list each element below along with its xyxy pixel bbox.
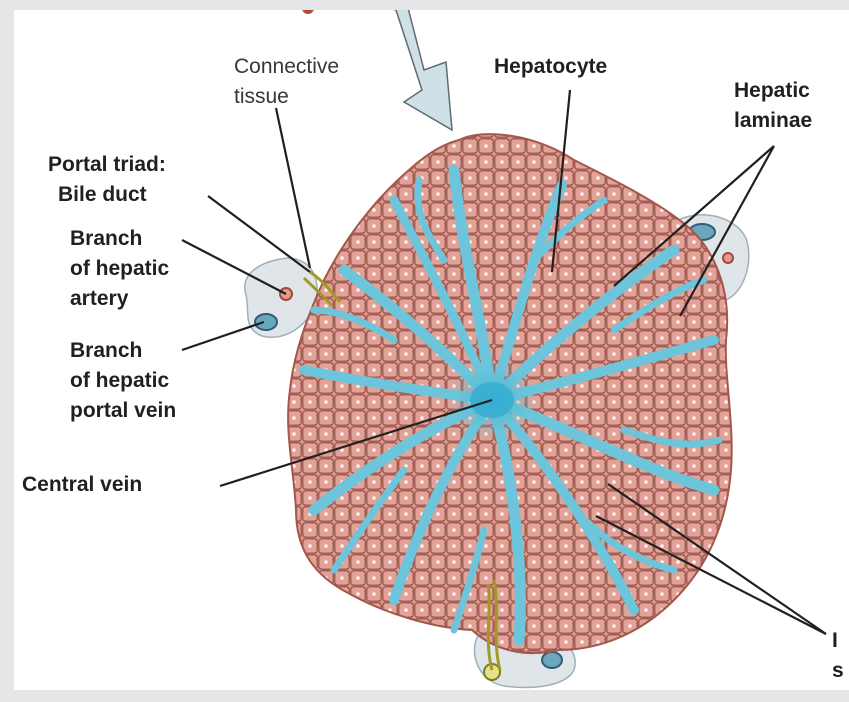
label-bile-duct: Bile duct [58, 180, 147, 210]
label-hepatic-portal-vein: Branch of hepatic portal vein [70, 336, 176, 426]
label-central-vein: Central vein [22, 470, 142, 500]
arrow-top-dot [302, 10, 314, 14]
incoming-arrow [364, 10, 452, 130]
diagram-panel: Connective tissue Hepatocyte Hepatic lam… [14, 10, 849, 690]
label-hepatic-laminae: Hepatic laminae [734, 76, 812, 136]
label-connective-tissue: Connective tissue [234, 52, 339, 112]
label-sinusoids-cut: I s [832, 626, 844, 686]
label-portal-triad: Portal triad: [48, 150, 166, 180]
label-hepatocyte: Hepatocyte [494, 52, 607, 82]
label-hepatic-artery: Branch of hepatic artery [70, 224, 169, 314]
